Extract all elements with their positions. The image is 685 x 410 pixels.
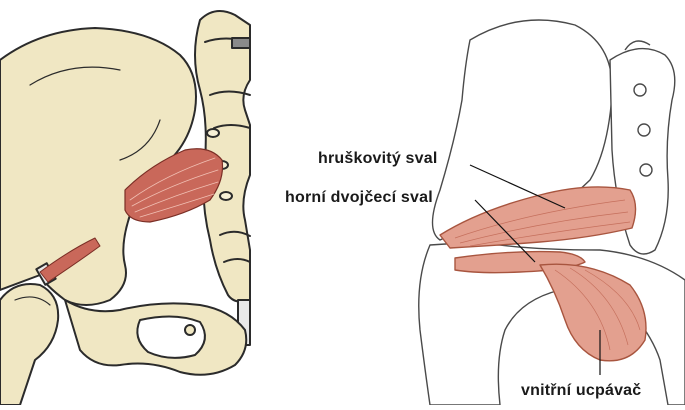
obturator-foramen <box>137 316 205 357</box>
superior-gemellus-label: horní dvojčecí sval <box>285 189 433 207</box>
left-pelvis-illustration <box>0 11 250 405</box>
piriformis-label: hruškovitý sval <box>318 150 438 168</box>
femur-head <box>0 284 58 405</box>
right-pelvis-illustration <box>419 20 685 405</box>
obturator-internus-label: vnitřní ucpávač <box>521 382 641 400</box>
